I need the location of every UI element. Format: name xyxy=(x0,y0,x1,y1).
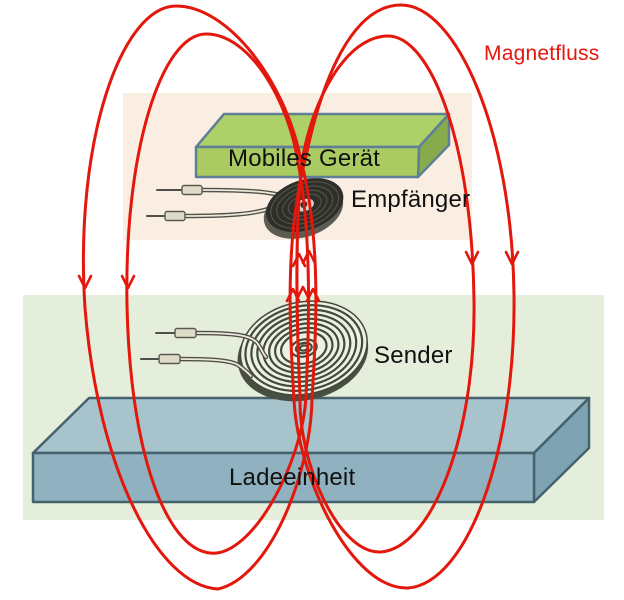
flux-arrow-up-center-1 xyxy=(301,249,317,265)
flux-arrow-down-right-outer xyxy=(504,250,520,266)
flux-arrow-down-right-inner xyxy=(464,250,480,266)
sender-connector-bottom xyxy=(158,353,181,365)
magnetfluss-label: Magnetfluss xyxy=(484,42,600,65)
receiver-connector-top xyxy=(181,184,203,196)
flux-loop-left-outer xyxy=(81,4,318,591)
mobile-device-label: Mobiles Gerät xyxy=(228,145,380,172)
sender-wire-top-inner xyxy=(194,332,267,358)
receiver-connector-bottom xyxy=(164,210,186,222)
sender-wire-bottom-inner xyxy=(177,358,252,377)
mobile-device-front-face xyxy=(194,145,421,179)
charging-unit-label: Ladeeinheit xyxy=(229,464,356,491)
mobile-device-box xyxy=(194,112,451,179)
sender-connector-top xyxy=(174,327,197,339)
receiver-label: Empfänger xyxy=(351,186,471,213)
flux-arrow-up-center-5 xyxy=(305,287,321,303)
flux-loop-right-outer xyxy=(288,3,516,590)
mobile-device-top-face xyxy=(194,112,451,149)
flux-arrow-up-center-2 xyxy=(291,252,307,268)
flux-loop-left-inner xyxy=(125,32,311,555)
flux-lines xyxy=(77,3,520,591)
flux-arrow-down-left-outer xyxy=(77,274,93,290)
sender-label: Sender xyxy=(374,342,453,369)
sender-wires xyxy=(140,327,269,379)
flux-arrowheads xyxy=(77,249,520,303)
flux-loop-right-inner xyxy=(295,34,476,554)
flux-arrow-up-center-4 xyxy=(295,285,311,301)
flux-arrow-down-left-inner xyxy=(120,274,136,290)
